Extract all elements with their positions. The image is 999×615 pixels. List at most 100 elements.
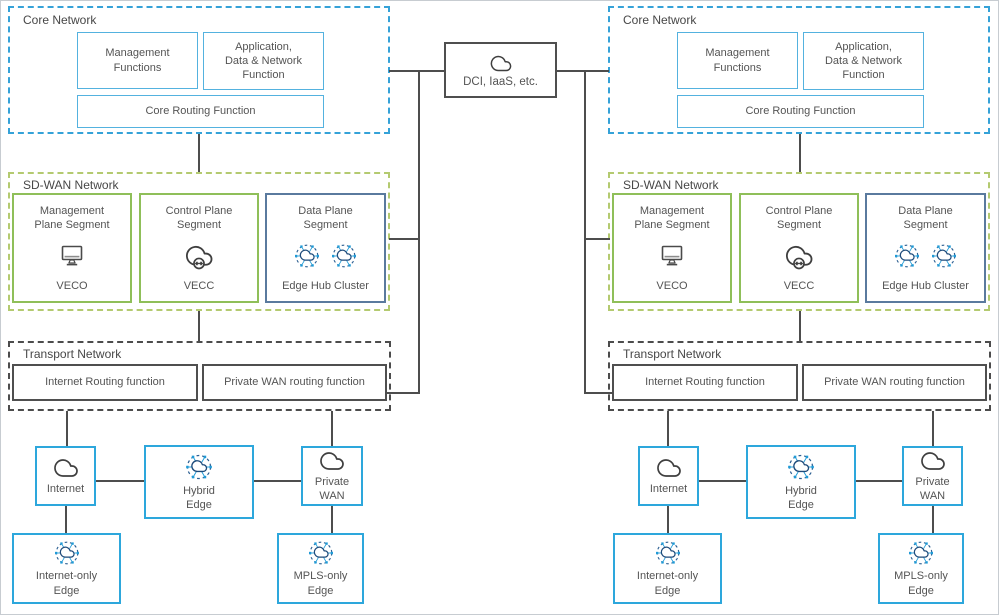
mpls-only-edge-label: MPLS-only Edge <box>894 570 948 597</box>
management-functions-label: Management Functions <box>705 47 770 74</box>
monitor-icon <box>661 245 683 266</box>
connector-line <box>389 238 420 240</box>
connector-line <box>699 480 746 482</box>
connector-line <box>667 506 669 533</box>
vecc-label: VECC <box>783 279 815 292</box>
control-plane-box: Control Plane Segment VECC <box>139 193 259 303</box>
internet-routing-label: Internet Routing function <box>645 376 765 389</box>
connector-line <box>584 392 613 394</box>
sdwan-network-group <box>8 172 390 311</box>
core-network-group <box>608 6 990 134</box>
left-domain: Core Network Management Functions Applic… <box>1 1 400 614</box>
edge-cloud-icon <box>894 244 920 268</box>
internet-label: Internet <box>649 482 688 495</box>
cloud-icon <box>490 55 511 71</box>
right-domain: Core Network Management Functions Applic… <box>601 1 998 614</box>
control-plane-label: Control Plane Segment <box>765 205 833 232</box>
connector-line <box>932 411 934 446</box>
internet-box: Internet <box>638 446 699 506</box>
vecc-label: VECC <box>183 279 215 292</box>
application-data-network-box: Application, Data & Network Function <box>203 32 324 90</box>
trunk-line <box>584 70 586 394</box>
control-plane-label: Control Plane Segment <box>165 205 233 232</box>
dci-iaas-box: DCI, IaaS, etc. <box>444 42 557 98</box>
transport-network-title: Transport Network <box>23 347 122 361</box>
internet-routing-box: Internet Routing function <box>612 364 798 401</box>
connector-line <box>331 506 333 533</box>
connector-line <box>96 480 144 482</box>
connector-line <box>198 311 200 341</box>
private-wan-routing-label: Private WAN routing function <box>224 376 365 389</box>
connector-line <box>198 134 200 172</box>
private-wan-routing-box: Private WAN routing function <box>802 364 987 401</box>
core-routing-label: Core Routing Function <box>745 105 856 118</box>
internet-only-edge-box: Internet-only Edge <box>613 533 722 604</box>
internet-only-edge-label: Internet-only Edge <box>35 570 98 597</box>
management-plane-box: Management Plane Segment VECO <box>12 193 132 303</box>
core-routing-box: Core Routing Function <box>677 95 924 128</box>
data-plane-box: Data Plane Segment Edge Hub Cluster <box>865 193 986 303</box>
private-wan-box: Private WAN <box>902 446 963 506</box>
transport-network-title: Transport Network <box>623 347 722 361</box>
hybrid-edge-label: Hybrid Edge <box>183 484 215 511</box>
connector-line <box>932 506 934 533</box>
edge-hub-cluster-label: Edge Hub Cluster <box>282 279 369 292</box>
edge-hub-icons <box>293 242 358 270</box>
connector-line <box>385 392 420 394</box>
edge-cloud-icon <box>53 541 80 565</box>
application-data-network-label: Application, Data & Network Function <box>224 40 303 82</box>
private-wan-routing-label: Private WAN routing function <box>824 376 965 389</box>
management-functions-box: Management Functions <box>677 32 798 89</box>
data-plane-label: Data Plane Segment <box>898 205 953 232</box>
data-plane-box: Data Plane Segment Edge Hub Cluster <box>265 193 386 303</box>
edge-cloud-icon <box>787 454 815 480</box>
connector-line <box>66 411 68 446</box>
cloud-gateway-icon <box>186 245 213 269</box>
connector-line <box>331 411 333 446</box>
internet-box: Internet <box>35 446 96 506</box>
edge-cloud-icon <box>654 541 681 565</box>
data-plane-label: Data Plane Segment <box>298 205 353 232</box>
management-plane-box: Management Plane Segment VECO <box>612 193 732 303</box>
sdwan-network-title: SD-WAN Network <box>23 178 119 192</box>
cloud-icon <box>656 458 681 477</box>
mpls-only-edge-box: MPLS-only Edge <box>277 533 364 604</box>
application-data-network-box: Application, Data & Network Function <box>803 32 924 90</box>
mpls-only-edge-box: MPLS-only Edge <box>878 533 964 604</box>
connector-line <box>799 134 801 172</box>
veco-label: VECO <box>656 279 688 292</box>
management-plane-label: Management Plane Segment <box>634 205 710 232</box>
hybrid-edge-box: Hybrid Edge <box>746 445 856 519</box>
cloud-icon <box>53 458 78 477</box>
management-functions-box: Management Functions <box>77 32 198 89</box>
edge-cloud-icon <box>331 244 357 268</box>
connector-line <box>389 70 444 72</box>
connector-line <box>254 480 301 482</box>
monitor-icon <box>61 245 83 266</box>
management-plane-label: Management Plane Segment <box>34 205 110 232</box>
core-routing-label: Core Routing Function <box>145 105 256 118</box>
connector-line <box>65 506 67 533</box>
connector-line <box>584 238 610 240</box>
internet-routing-label: Internet Routing function <box>45 376 165 389</box>
private-wan-routing-box: Private WAN routing function <box>202 364 387 401</box>
edge-cloud-icon <box>908 541 934 565</box>
internet-only-edge-box: Internet-only Edge <box>12 533 121 604</box>
transport-network-group <box>8 341 391 411</box>
edge-cloud-icon <box>294 244 320 268</box>
core-network-title: Core Network <box>623 13 697 27</box>
core-network-title: Core Network <box>23 13 97 27</box>
cloud-icon <box>920 451 945 470</box>
private-wan-label: Private WAN <box>915 475 950 502</box>
cloud-icon <box>320 451 344 470</box>
internet-only-edge-label: Internet-only Edge <box>636 570 699 597</box>
edge-cloud-icon <box>307 541 334 565</box>
edge-hub-cluster-label: Edge Hub Cluster <box>882 279 969 292</box>
connector-line <box>856 480 902 482</box>
internet-label: Internet <box>46 482 85 495</box>
core-routing-box: Core Routing Function <box>77 95 324 128</box>
dci-iaas-label: DCI, IaaS, etc. <box>463 75 538 88</box>
application-data-network-label: Application, Data & Network Function <box>824 40 903 82</box>
hybrid-edge-box: Hybrid Edge <box>144 445 254 519</box>
